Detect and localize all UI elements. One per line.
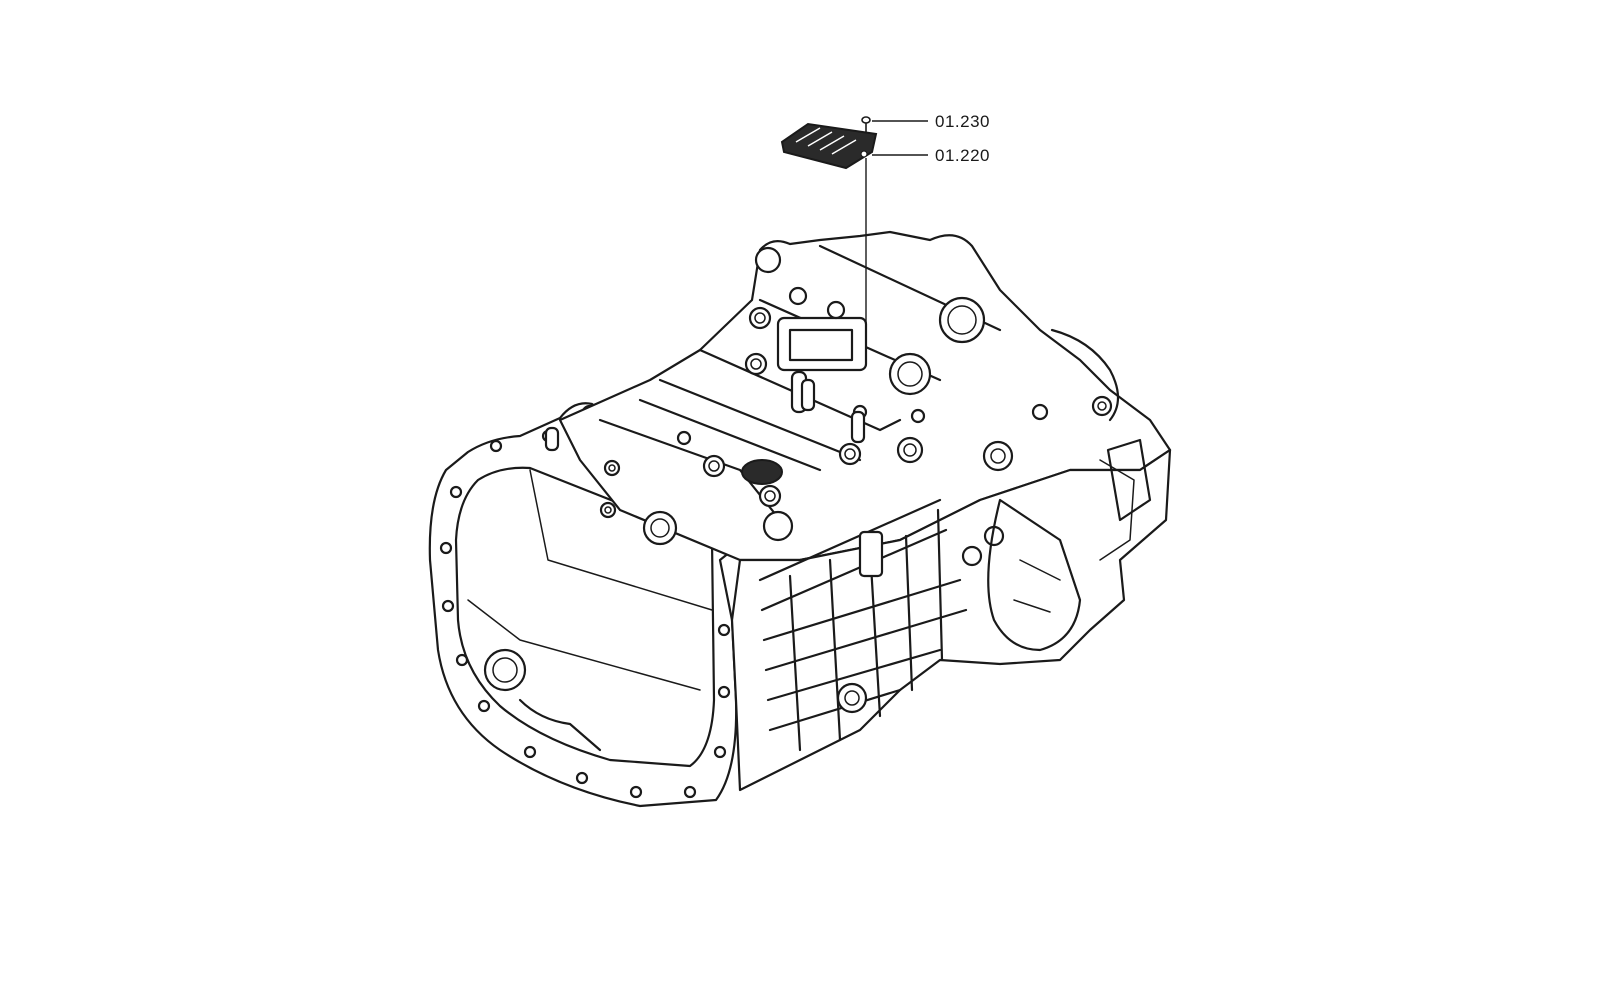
- type-plate-part: [780, 122, 878, 170]
- rear-housing-outline: [987, 498, 1082, 652]
- screw-part: [861, 116, 871, 132]
- top-rib-mid: [658, 348, 902, 462]
- drain-plug: [836, 682, 868, 714]
- bearing-bore-inner: [492, 657, 518, 683]
- rear-housing-detail: [1013, 459, 1135, 613]
- type-plate-markings: [795, 127, 857, 155]
- top-posts: [544, 370, 884, 578]
- drain-plug-center: [844, 690, 860, 706]
- callout-plate-label[interactable]: 01.220: [935, 146, 990, 165]
- case-side-ribs: [758, 498, 968, 752]
- bell-lower-edge: [518, 698, 602, 752]
- rear-boss-1: [983, 525, 1005, 547]
- rear-bracket: [1106, 438, 1152, 522]
- bearing-bore: [483, 648, 527, 692]
- bell-housing-rib: [467, 469, 713, 691]
- rear-boss-2: [961, 545, 983, 567]
- gearbox-housing: [428, 230, 1172, 808]
- callout-bolt-label[interactable]: 01.230: [935, 112, 990, 131]
- sensor-cap: [741, 459, 783, 485]
- screw-head: [861, 116, 871, 124]
- shift-tower-recess: [788, 328, 854, 362]
- rear-ring: [1050, 328, 1120, 422]
- type-plate-hole: [860, 150, 868, 158]
- type-plate: [780, 122, 878, 170]
